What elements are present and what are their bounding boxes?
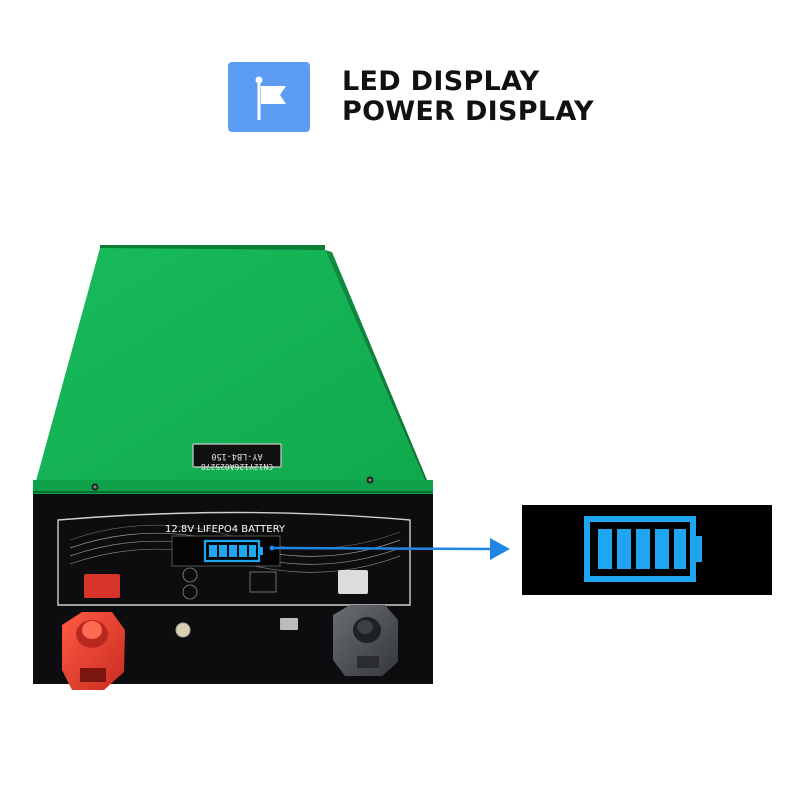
model-plate: AY-LB4-150 CN12Y126A025278 (192, 443, 282, 471)
negative-terminal (333, 605, 398, 676)
battery-level-icon (584, 516, 702, 582)
positive-label-patch (84, 574, 120, 598)
led-display-zoom (522, 505, 772, 595)
battery-label: 12.8V LIFEPO4 BATTERY (165, 524, 286, 535)
header-line-2: POWER DISPLAY (342, 96, 594, 127)
negative-label-patch (338, 570, 368, 594)
model-plate-line-2: CN12Y126A025278 (201, 462, 273, 471)
positive-terminal (62, 612, 125, 690)
flag-icon (228, 62, 310, 132)
usb-port-icon (280, 618, 298, 630)
callout-arrow (269, 538, 510, 560)
battery-housing (33, 245, 433, 494)
panel-battery-level-icon (203, 539, 263, 563)
feature-header: LED DISPLAY POWER DISPLAY (228, 62, 594, 132)
header-line-1: LED DISPLAY (342, 66, 540, 97)
model-plate-line-1: AY-LB4-150 (211, 451, 262, 461)
power-button[interactable] (175, 622, 191, 638)
header-title: LED DISPLAY POWER DISPLAY (342, 67, 594, 127)
